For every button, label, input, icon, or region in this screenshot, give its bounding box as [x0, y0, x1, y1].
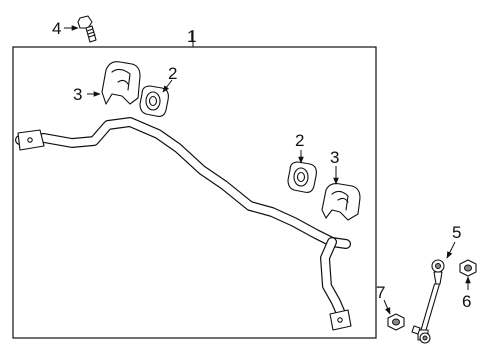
assembly-frame: [12, 46, 377, 339]
stabilizer-bushing-left: [139, 85, 169, 117]
callout-part-3-left: 3: [73, 85, 82, 104]
leader-line-part-2-left: [162, 79, 173, 93]
nut-part-6: [459, 259, 477, 277]
callout-part-1: 1: [187, 27, 196, 46]
callout-part-4: 4: [52, 19, 61, 38]
callout-part-2-right: 2: [295, 131, 304, 150]
callout-part-3-right: 3: [330, 148, 339, 167]
callout-part-7: 7: [376, 283, 385, 302]
callout-part-6: 6: [462, 292, 471, 311]
stabilizer-bracket-left: [101, 61, 141, 105]
nut-part-7: [387, 313, 405, 331]
stabilizer-bracket-right: [321, 183, 361, 221]
leader-line-part-5: [446, 241, 456, 259]
leader-line-part-7: [383, 299, 391, 315]
stabilizer-bushing-right: [287, 161, 317, 193]
stabilizer-bar: [15, 117, 352, 331]
callout-part-2-left: 2: [168, 64, 177, 83]
callout-part-5: 5: [452, 223, 461, 242]
bolt-part-4: [77, 15, 97, 43]
stabilizer-link: [411, 259, 445, 344]
